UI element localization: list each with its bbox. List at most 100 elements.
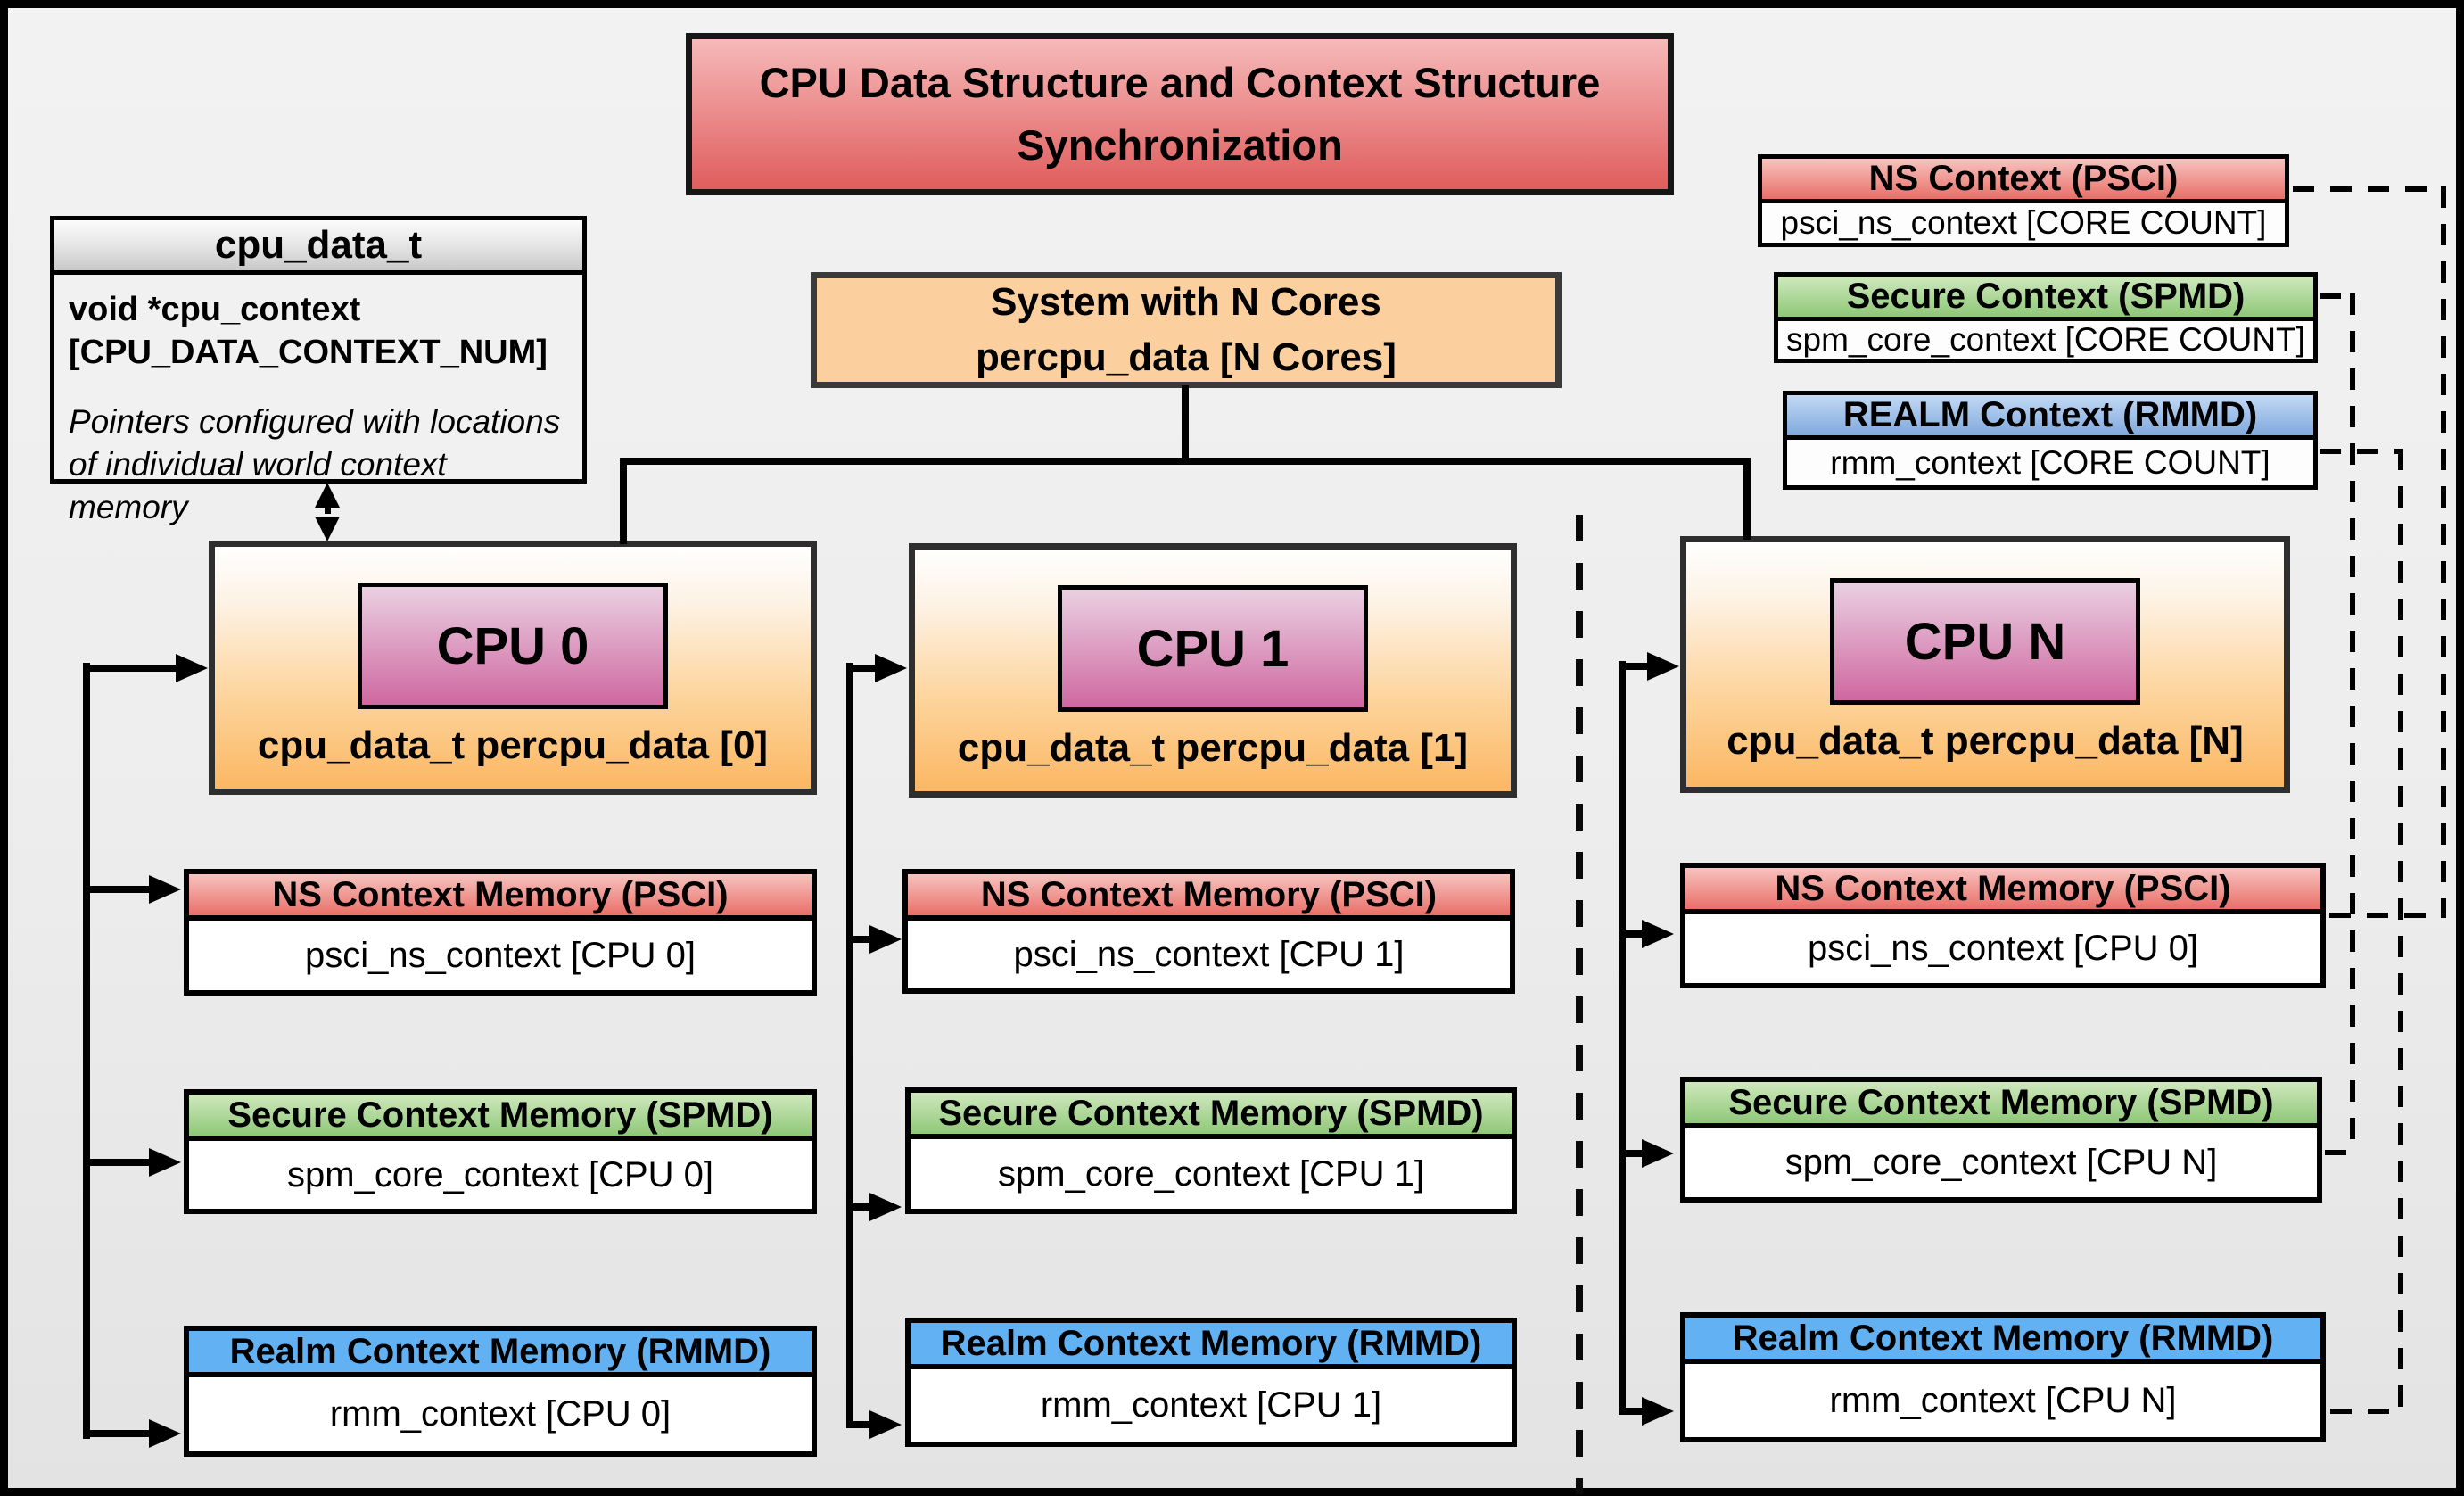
cpun-connector-arm-realm [1626, 1408, 1644, 1415]
cpu1-caption: cpu_data_t percpu_data [1] [957, 726, 1469, 770]
cpu-data-t-header: cpu_data_t [54, 220, 582, 275]
ns-legend-dash-bottom [2329, 913, 2441, 918]
system-box-line2: percpu_data [N Cores] [976, 335, 1397, 379]
cpu1-arrow-ns-icon [869, 925, 902, 954]
cpun-connector-arm-ns [1626, 930, 1644, 938]
cpu0-realm-header: Realm Context Memory (RMMD) [189, 1331, 812, 1377]
cpu0-connector-arm-ns [90, 886, 151, 893]
secure-legend-dash-bottom [2325, 1150, 2350, 1155]
branch-left-drop-line [620, 458, 627, 544]
cpun-realm-memory-box: Realm Context Memory (RMMD) rmm_context … [1680, 1312, 2326, 1442]
cpu1-ns-memory-box: NS Context Memory (PSCI) psci_ns_context… [902, 869, 1515, 994]
cpu1-connector-arm-secure [853, 1203, 871, 1211]
cpu1-box: CPU 1 cpu_data_t percpu_data [1] [909, 543, 1517, 798]
legend-realm-context: REALM Context (RMMD) rmm_context [CORE C… [1783, 391, 2318, 490]
cpun-arrow-secure-icon [1642, 1139, 1674, 1168]
cpu-data-t-field-line2: [CPU_DATA_CONTEXT_NUM] [69, 333, 548, 371]
system-box: System with N Cores percpu_data [N Cores… [811, 272, 1562, 388]
cpu1-secure-memory-box: Secure Context Memory (SPMD) spm_core_co… [905, 1087, 1517, 1214]
cpu0-arrow-ns-icon [149, 875, 181, 904]
cpu1-connector-arm-cpu [853, 665, 877, 672]
cpun-ns-memory-box: NS Context Memory (PSCI) psci_ns_context… [1680, 863, 2326, 988]
ns-legend-dash-top [2293, 186, 2446, 192]
cpu0-chip: CPU 0 [358, 583, 668, 709]
cpu0-arrow-realm-icon [149, 1419, 181, 1448]
cpu0-secure-body: spm_core_context [CPU 0] [189, 1141, 812, 1209]
cpu0-caption: cpu_data_t percpu_data [0] [257, 723, 769, 767]
cpu1-arrow-realm-icon [869, 1410, 902, 1439]
cpu1-ns-header: NS Context Memory (PSCI) [908, 874, 1510, 921]
cpu0-ns-header: NS Context Memory (PSCI) [189, 874, 812, 921]
cpu0-connector-arm-secure [90, 1159, 151, 1166]
secure-legend-dash-vertical [2350, 293, 2355, 1155]
legend-realm-header: REALM Context (RMMD) [1787, 395, 2313, 440]
legend-realm-body: rmm_context [CORE COUNT] [1787, 440, 2313, 485]
cpun-realm-header: Realm Context Memory (RMMD) [1685, 1318, 2320, 1364]
legend-secure-context: Secure Context (SPMD) spm_core_context [… [1774, 272, 2318, 363]
cpun-ns-body: psci_ns_context [CPU 0] [1685, 914, 2320, 983]
cpu0-connector-arm-realm [90, 1430, 151, 1437]
legend-ns-context: NS Context (PSCI) psci_ns_context [CORE … [1758, 154, 2289, 247]
cpu0-connector-arm-cpu [90, 665, 177, 672]
cpu1-realm-memory-box: Realm Context Memory (RMMD) rmm_context … [905, 1318, 1517, 1447]
diagram-title-line2: Synchronization [1017, 121, 1343, 169]
cpu0-realm-body: rmm_context [CPU 0] [189, 1377, 812, 1451]
legend-secure-body: spm_core_context [CORE COUNT] [1778, 321, 2313, 359]
branch-horizontal-line [620, 458, 1751, 465]
cpu1-realm-body: rmm_context [CPU 1] [911, 1369, 1512, 1442]
diagram-title: CPU Data Structure and Context Structure… [686, 33, 1674, 195]
cpu-data-t-dashed-link [325, 505, 331, 519]
cpu0-secure-memory-box: Secure Context Memory (SPMD) spm_core_co… [184, 1089, 817, 1214]
cpu-data-t-note-line1: Pointers configured with locations [69, 403, 561, 440]
cpu0-realm-memory-box: Realm Context Memory (RMMD) rmm_context … [184, 1326, 817, 1457]
cpu-data-t-arrow-down-icon [315, 517, 340, 541]
branch-right-drop-line [1743, 458, 1751, 540]
realm-legend-dash-vertical [2398, 449, 2403, 1414]
cpun-ns-header: NS Context Memory (PSCI) [1685, 868, 2320, 914]
spacer [69, 374, 568, 401]
cpu1-arrow-secure-icon [869, 1193, 902, 1221]
diagram-title-line1: CPU Data Structure and Context Structure [759, 58, 1601, 106]
cpun-connector-arm-cpu [1626, 663, 1649, 670]
cpun-secure-header: Secure Context Memory (SPMD) [1685, 1082, 2317, 1128]
cpu0-arrow-cpu-icon [176, 654, 208, 682]
column-separator-dashed-line [1576, 515, 1583, 1494]
cpun-connector-vertical [1619, 661, 1626, 1415]
cpun-arrow-ns-icon [1642, 920, 1674, 948]
cpun-secure-memory-box: Secure Context Memory (SPMD) spm_core_co… [1680, 1077, 2322, 1203]
cpu1-secure-header: Secure Context Memory (SPMD) [911, 1093, 1512, 1139]
cpu1-secure-body: spm_core_context [CPU 1] [911, 1139, 1512, 1209]
cpu0-connector-vertical [83, 663, 90, 1439]
legend-ns-header: NS Context (PSCI) [1762, 159, 2285, 203]
cpun-box: CPU N cpu_data_t percpu_data [N] [1680, 536, 2290, 793]
cpu0-box: CPU 0 cpu_data_t percpu_data [0] [209, 541, 817, 795]
cpu1-arrow-cpu-icon [875, 654, 907, 682]
cpu1-ns-body: psci_ns_context [CPU 1] [908, 921, 1510, 988]
cpu1-realm-header: Realm Context Memory (RMMD) [911, 1323, 1512, 1369]
cpu-data-t-box: cpu_data_t void *cpu_context [CPU_DATA_C… [50, 216, 587, 525]
cpun-caption: cpu_data_t percpu_data [N] [1726, 719, 2244, 763]
cpu1-connector-arm-ns [853, 936, 871, 943]
legend-ns-body: psci_ns_context [CORE COUNT] [1762, 203, 2285, 243]
cpun-chip: CPU N [1830, 578, 2140, 705]
cpu1-chip: CPU 1 [1058, 585, 1368, 712]
cpu-data-t-field-line1: void *cpu_context [69, 291, 361, 328]
cpu1-connector-vertical [846, 663, 853, 1428]
cpu0-ns-body: psci_ns_context [CPU 0] [189, 921, 812, 990]
ns-legend-dash-vertical [2441, 186, 2446, 918]
cpu0-arrow-secure-icon [149, 1148, 181, 1177]
realm-legend-dash-bottom [2330, 1409, 2398, 1414]
system-box-line1: System with N Cores [991, 279, 1381, 324]
cpu1-connector-arm-realm [853, 1421, 871, 1428]
cpu0-secure-header: Secure Context Memory (SPMD) [189, 1095, 812, 1141]
realm-legend-dash-top [2320, 449, 2403, 454]
cpun-arrow-cpu-icon [1647, 652, 1679, 681]
cpu-data-t-note-line2: of individual world context memory [69, 446, 447, 526]
cpu-data-t-arrow-up-icon [315, 483, 340, 508]
cpu0-ns-memory-box: NS Context Memory (PSCI) psci_ns_context… [184, 869, 817, 996]
cpun-realm-body: rmm_context [CPU N] [1685, 1364, 2320, 1437]
cpun-secure-body: spm_core_context [CPU N] [1685, 1128, 2317, 1197]
secure-legend-dash-top [2320, 293, 2355, 299]
legend-secure-header: Secure Context (SPMD) [1778, 277, 2313, 321]
